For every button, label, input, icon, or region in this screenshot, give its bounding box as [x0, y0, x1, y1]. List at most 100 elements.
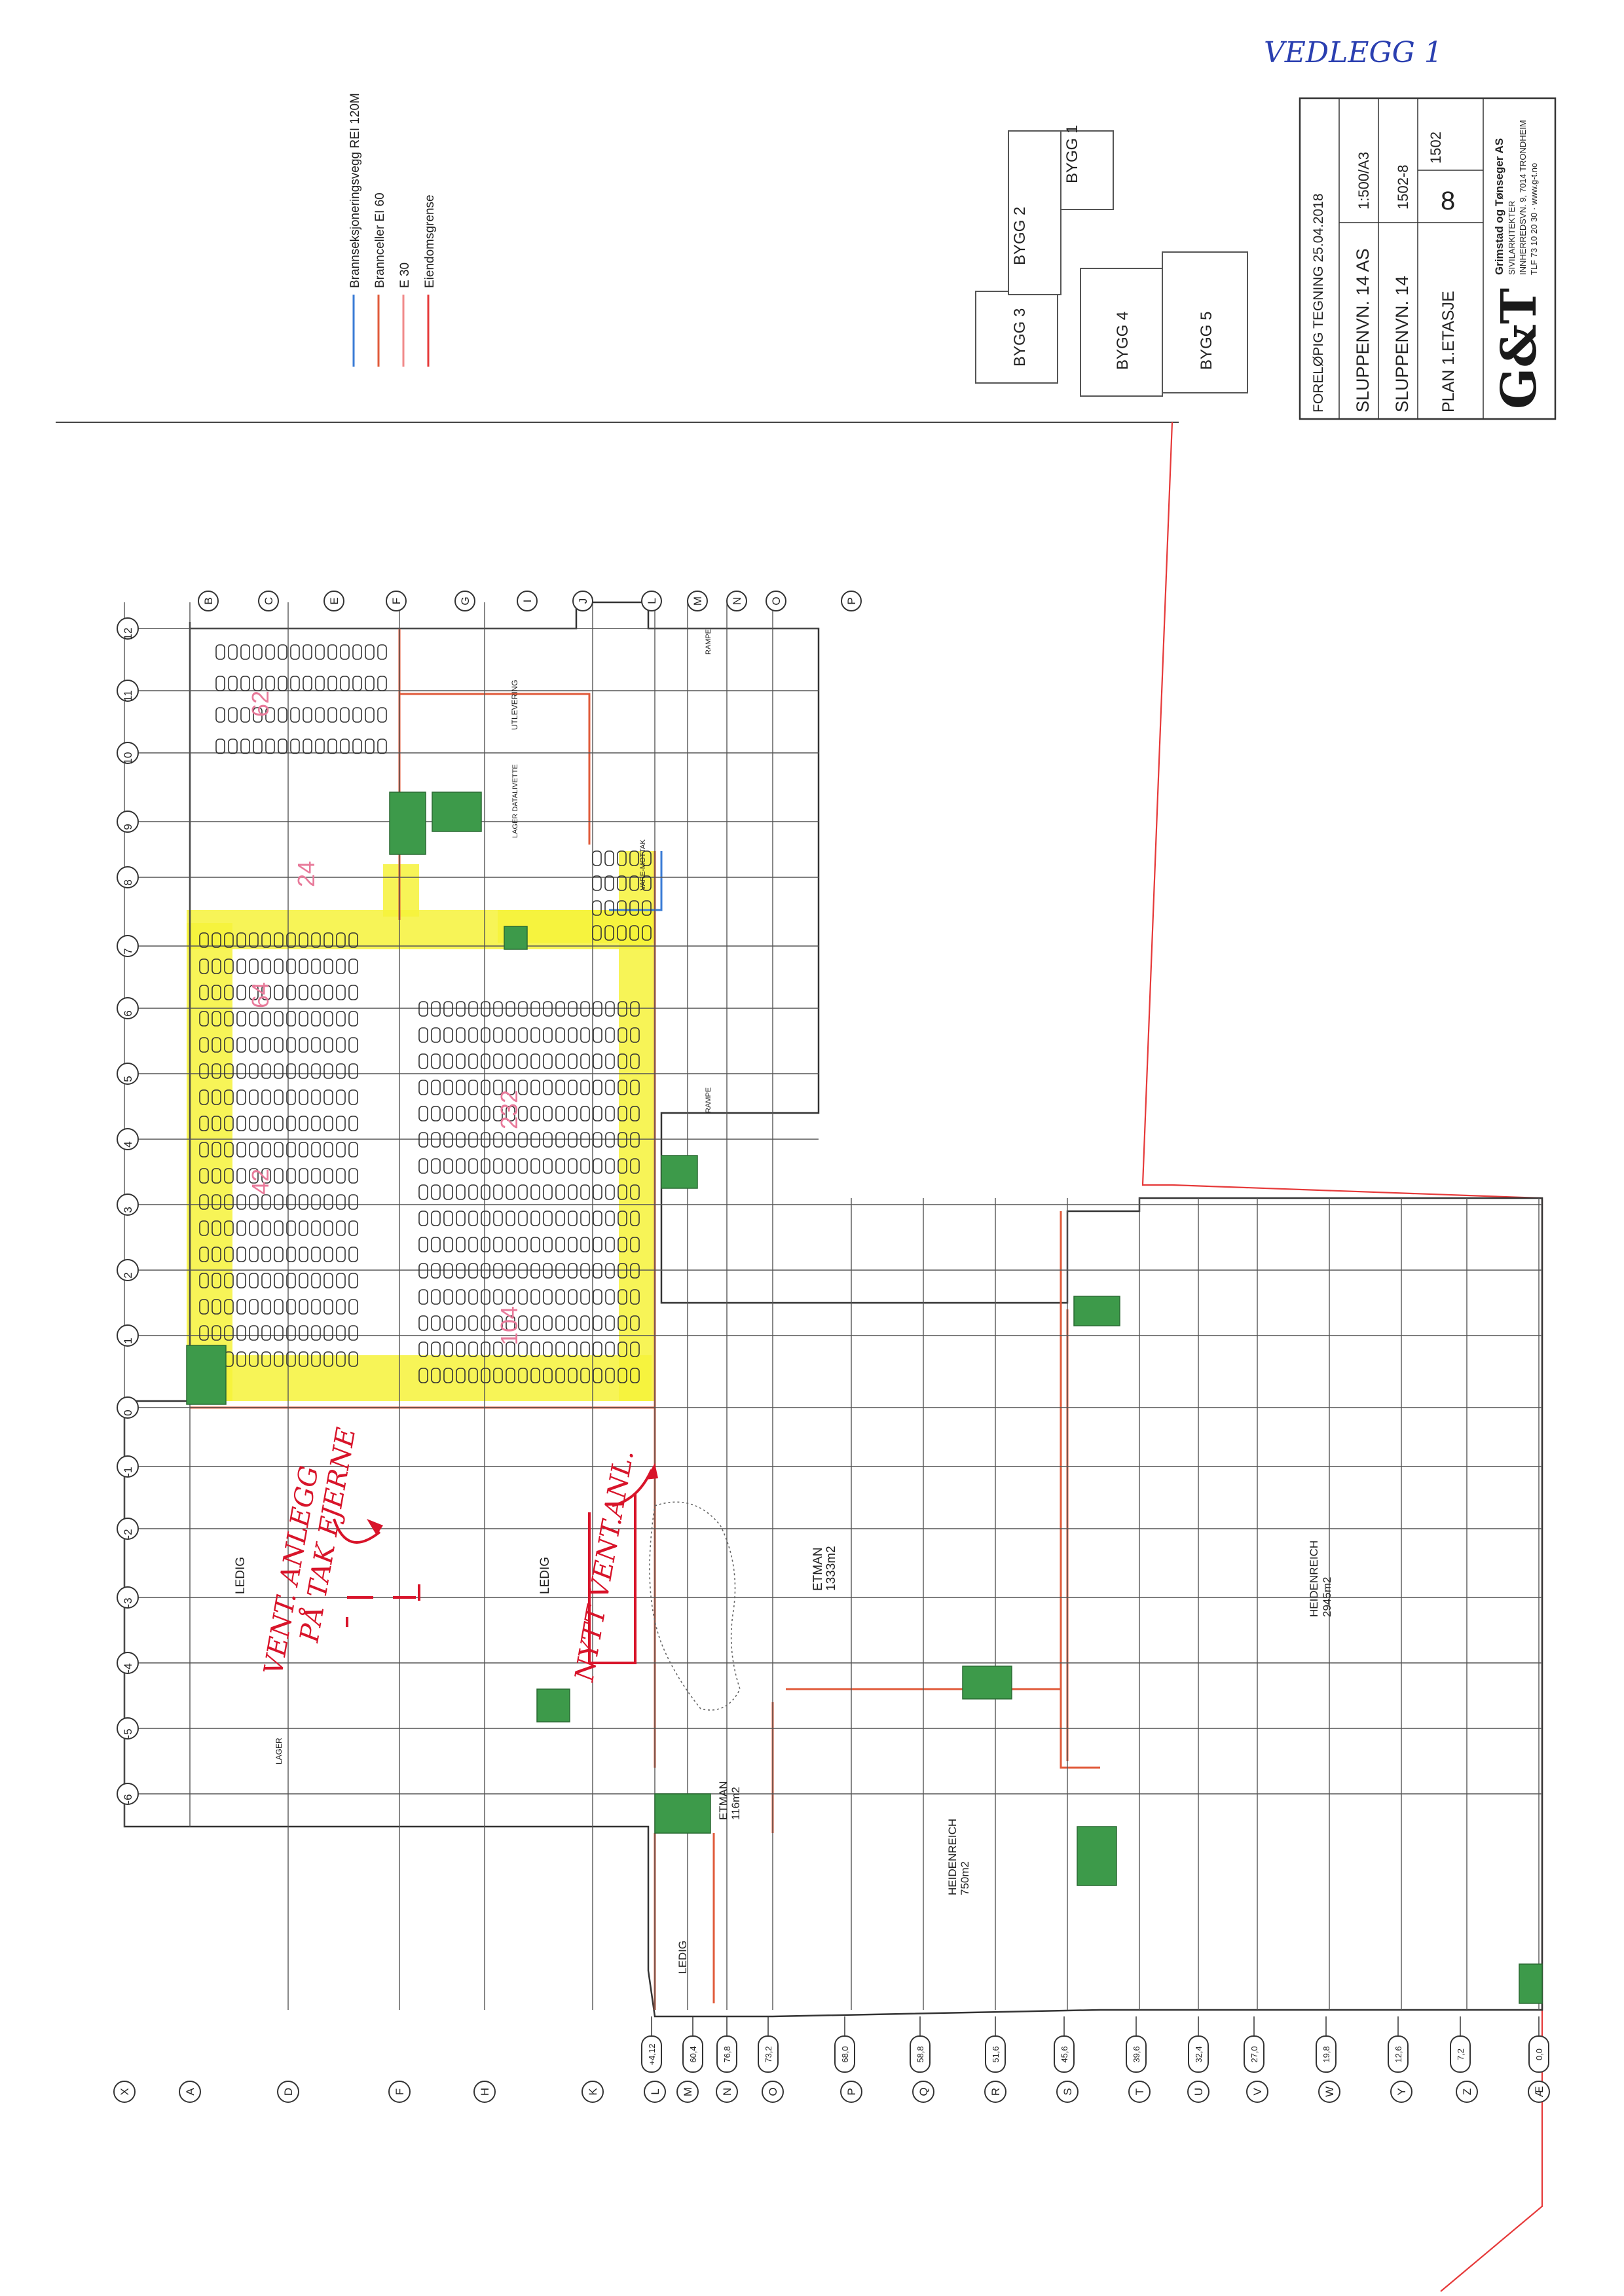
parking-stall — [506, 1237, 515, 1252]
parking-stall — [481, 1289, 490, 1305]
grid-bubble-letter-bottom-label: X — [119, 2088, 131, 2095]
parking-stall — [431, 1289, 441, 1305]
parking-stall — [518, 1237, 528, 1252]
parking-stall — [286, 1351, 296, 1367]
parking-stall — [261, 1011, 271, 1027]
parking-stall — [593, 1106, 602, 1121]
parking-stall — [630, 1184, 640, 1200]
parking-stall — [481, 1106, 490, 1121]
parking-stall — [274, 1089, 284, 1105]
grid-bubble-letter-top: O — [766, 591, 786, 611]
parking-stall — [543, 1368, 553, 1383]
parking-stall — [543, 1315, 553, 1331]
parking-stall — [240, 738, 250, 754]
parking-stall — [286, 958, 296, 974]
parking-stall — [249, 1011, 259, 1027]
grid-bubble-letter-top: J — [572, 591, 593, 611]
parking-stall — [348, 1142, 358, 1157]
parking-stall — [290, 738, 300, 754]
parking-stall — [481, 1132, 490, 1148]
parking-stall — [592, 900, 602, 916]
room-label-rampe-2: RAMPE — [705, 629, 712, 655]
parking-stall — [336, 958, 346, 974]
parking-stall — [605, 1001, 615, 1017]
parking-stall — [543, 1263, 553, 1279]
grid-bubble-letter-top: F — [386, 591, 407, 611]
parking-stall — [212, 932, 221, 948]
parking-stall — [311, 1273, 321, 1288]
parking-stall — [468, 1132, 478, 1148]
parking-stall — [418, 1001, 428, 1017]
parking-stall — [199, 1325, 209, 1341]
grid-bubble-number-label: 1 — [122, 1338, 134, 1343]
parking-stall — [431, 1132, 441, 1148]
vedlegg-note: VEDLEGG 1 — [1264, 36, 1443, 69]
parking-stall — [530, 1080, 540, 1095]
parking-stall — [286, 1299, 296, 1315]
parking-stall — [299, 1168, 308, 1184]
parking-stall — [323, 1011, 333, 1027]
parking-stall — [568, 1132, 578, 1148]
parking-stall — [303, 707, 312, 723]
level-mark-label: 19,8 — [1321, 2046, 1331, 2062]
parking-stall — [315, 738, 325, 754]
grid-bubble-letter-bottom: Z — [1456, 2081, 1478, 2103]
stair-core-10 — [186, 1345, 227, 1405]
parking-stall — [274, 1325, 284, 1341]
parking-stall — [236, 1273, 246, 1288]
parking-stall — [493, 1211, 503, 1226]
parking-stall — [605, 1315, 615, 1331]
gt-logo: G&T — [1491, 288, 1547, 409]
parking-stall — [348, 1168, 358, 1184]
parking-stall — [518, 1184, 528, 1200]
handwritten-annotations: VENT. ANLEGG PÅ TAK FJERNE NYTT VENT.ANL… — [259, 1425, 658, 1685]
level-mark: 12,6 — [1388, 2016, 1409, 2073]
parking-stall — [299, 1116, 308, 1131]
parking-stall — [274, 1063, 284, 1079]
parking-stall — [215, 676, 225, 691]
parking-stall — [431, 1106, 441, 1121]
bygg-2-label: BYGG 2 — [1011, 207, 1029, 265]
parking-stall — [323, 1089, 333, 1105]
parking-stall — [286, 1325, 296, 1341]
grid-bubble-letter-bottom-label: Y — [1395, 2088, 1408, 2095]
parking-stall — [199, 1116, 209, 1131]
parking-stall — [618, 1211, 627, 1226]
parking-stall — [530, 1341, 540, 1357]
parking-stall — [336, 1351, 346, 1367]
grid-bubble-letter-top-label: P — [845, 597, 858, 604]
parking-stall — [518, 1106, 528, 1121]
parking-stall — [286, 932, 296, 948]
parking-stall — [348, 1011, 358, 1027]
parking-stall — [236, 932, 246, 948]
yellow-highlight-zone — [187, 851, 655, 1401]
parking-stall — [518, 1158, 528, 1174]
parking-stall — [605, 1341, 615, 1357]
parking-stall — [348, 985, 358, 1000]
parking-stall — [593, 1237, 602, 1252]
title-status: FORELØPIG TEGNING 25.04.2018 — [1311, 193, 1326, 412]
parking-stall — [593, 1158, 602, 1174]
parking-stall — [506, 1106, 515, 1121]
parking-stall — [518, 1341, 528, 1357]
parking-stall — [249, 1168, 259, 1184]
parking-stall — [443, 1132, 453, 1148]
parking-stall — [456, 1158, 466, 1174]
parking-stall — [481, 1053, 490, 1069]
parking-stall — [506, 1263, 515, 1279]
parking-stall — [240, 676, 250, 691]
parking-stall — [630, 1132, 640, 1148]
grid-bubble-number-label: -1 — [122, 1467, 134, 1476]
parking-stall — [236, 1194, 246, 1210]
parking-stall — [249, 1247, 259, 1262]
parking-stall — [303, 644, 312, 660]
parking-stall — [530, 1106, 540, 1121]
parking-stall — [506, 1315, 515, 1331]
parking-stall — [481, 1368, 490, 1383]
legend: Brannseksjoneringsvegg REI 120M Branncel… — [348, 93, 437, 367]
parking-stall — [261, 1299, 271, 1315]
parking-stall — [199, 1168, 209, 1184]
parking-stall — [249, 1194, 259, 1210]
parking-stall — [431, 1237, 441, 1252]
